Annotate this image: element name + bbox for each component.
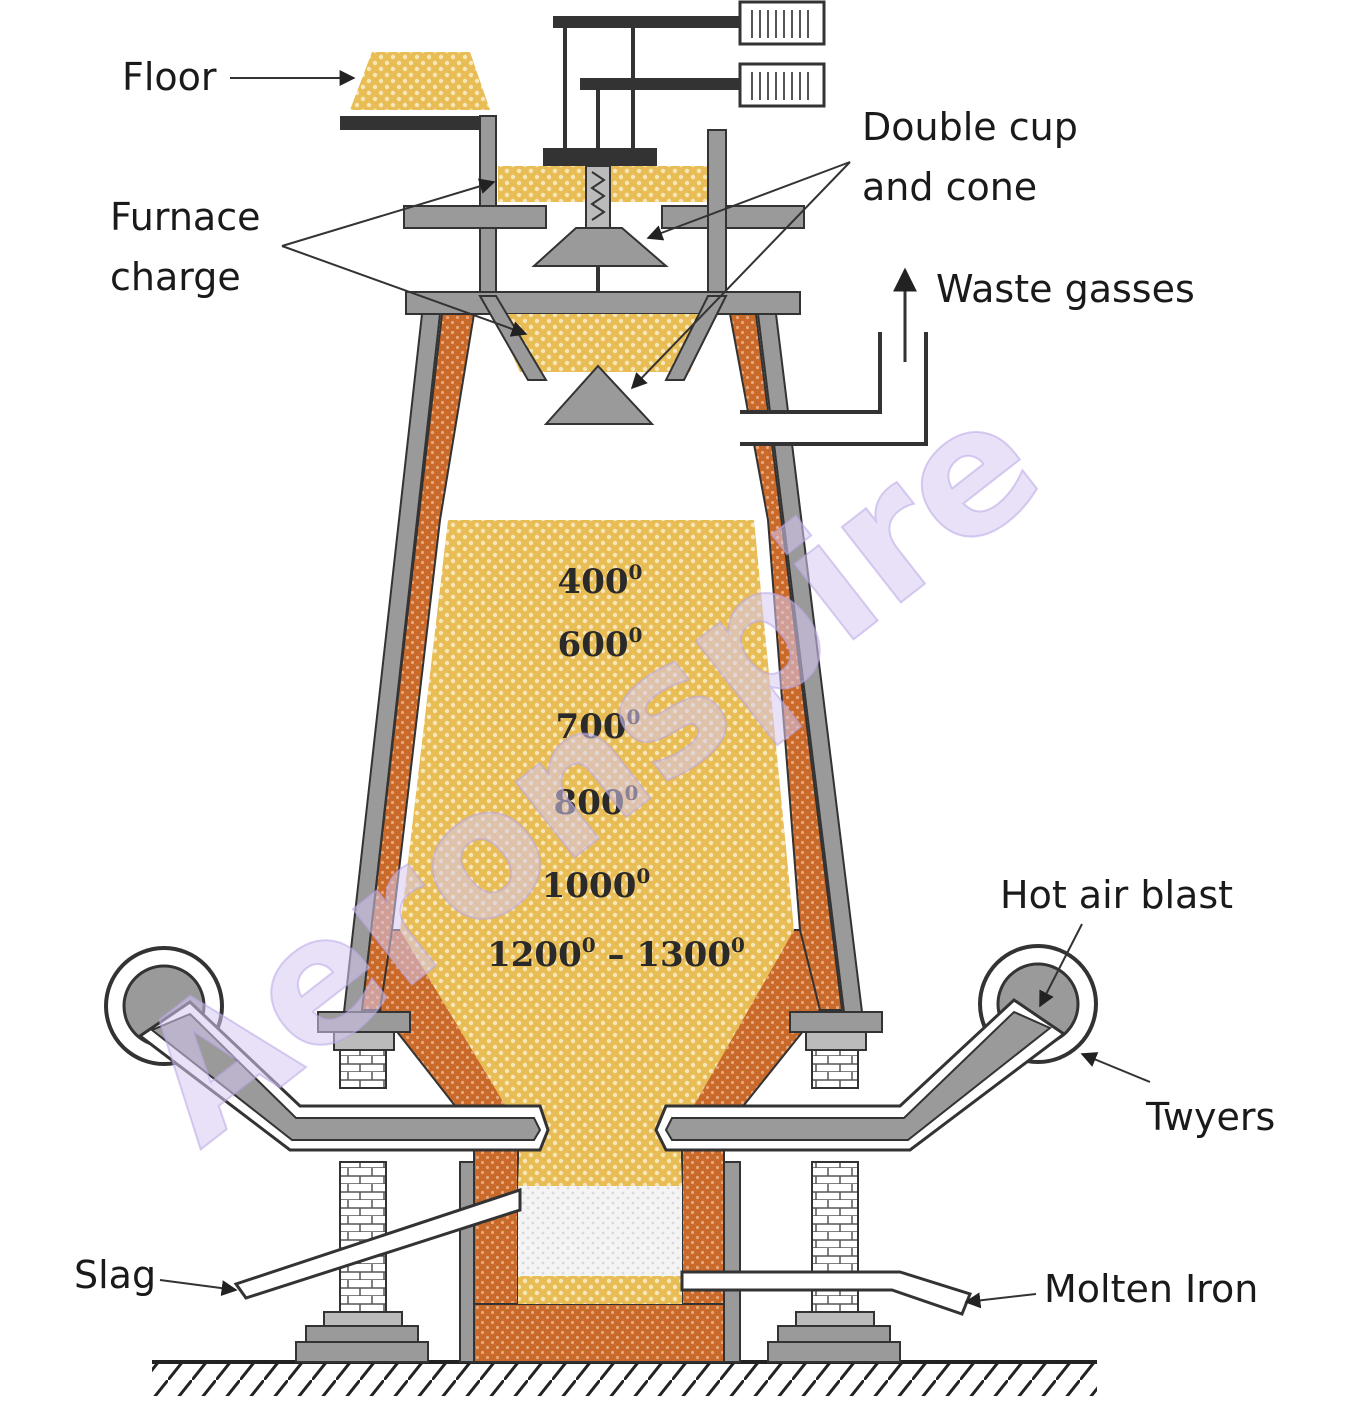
temperature-800: 8000 bbox=[554, 781, 639, 823]
label-twyers: Twyers bbox=[1145, 1095, 1275, 1139]
label-double-cup-line2: and cone bbox=[862, 165, 1037, 209]
waste-gas-outlet bbox=[740, 267, 928, 446]
label-molten-iron: Molten Iron bbox=[1044, 1267, 1258, 1311]
temperature-1200-1300: 12000 – 13000 bbox=[487, 933, 745, 975]
label-floor: Floor bbox=[122, 55, 217, 99]
label-slag: Slag bbox=[74, 1253, 156, 1297]
cone-lever-mechanism bbox=[543, 0, 826, 310]
temperature-400: 4000 bbox=[558, 560, 643, 602]
label-furnace-charge-line1: Furnace bbox=[110, 195, 260, 239]
ground bbox=[152, 1360, 1097, 1396]
tap-holes bbox=[233, 1187, 972, 1316]
charge-column bbox=[400, 520, 794, 1304]
label-hot-air-blast: Hot air blast bbox=[1000, 873, 1233, 917]
labels: Floor Furnace charge Double cup and cone… bbox=[74, 55, 1275, 1311]
temperature-600: 6000 bbox=[558, 623, 643, 665]
hopper bbox=[403, 129, 805, 425]
label-furnace-charge-line2: charge bbox=[110, 255, 241, 299]
label-double-cup-line1: Double cup bbox=[862, 105, 1078, 149]
label-waste-gasses: Waste gasses bbox=[936, 267, 1195, 311]
temperature-scale: 4000 6000 7000 8000 10000 12000 – 13000 bbox=[487, 560, 745, 975]
temperature-1000: 10000 bbox=[542, 864, 651, 906]
floor-charge-pile bbox=[340, 52, 497, 297]
temperature-700: 7000 bbox=[556, 705, 641, 747]
twyers bbox=[104, 944, 1098, 1152]
support-columns bbox=[295, 1011, 901, 1363]
